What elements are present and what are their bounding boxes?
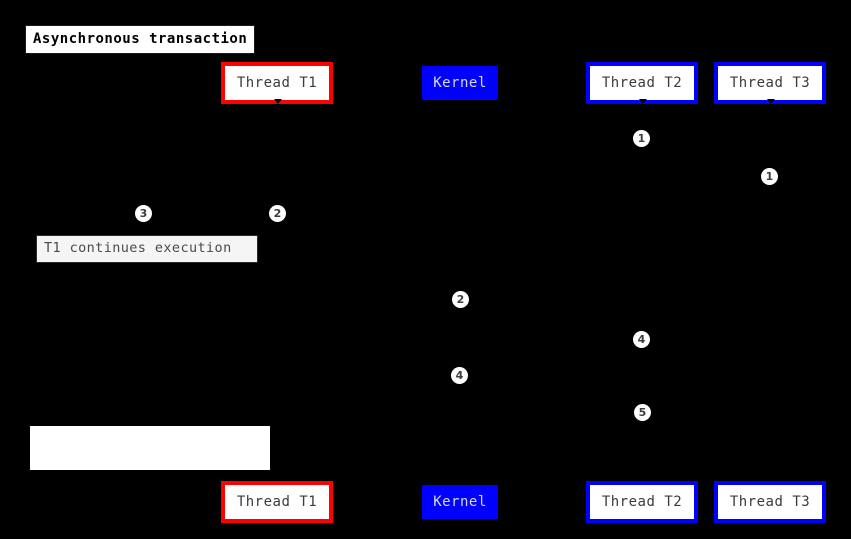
participant-label: Thread T1 — [236, 75, 318, 91]
lifeline-thread-t2 — [642, 104, 643, 481]
lifeline-thread-t1 — [277, 104, 278, 481]
arrowhead-icon — [767, 476, 775, 481]
participant-label: Thread T2 — [601, 75, 683, 91]
participant-thread-t3-bottom: Thread T3 — [714, 481, 826, 523]
diagram-title: Asynchronous transaction — [25, 25, 256, 54]
sequence-badge-5: 5 — [634, 404, 651, 421]
sequence-badge-2: 2 — [452, 291, 469, 308]
note-box-text: T1 continues execution — [36, 235, 258, 263]
sequence-badge-number: 4 — [455, 369, 464, 382]
participant-thread-t1-bottom: Thread T1 — [221, 481, 333, 523]
participant-thread-t2-bottom: Thread T2 — [586, 481, 698, 523]
sequence-badge-number: 1 — [637, 132, 646, 145]
sequence-badge-number: 5 — [638, 406, 647, 419]
participant-label: Thread T2 — [601, 494, 683, 510]
arrowhead-icon — [274, 476, 282, 481]
sequence-badge-4: 4 — [633, 331, 650, 348]
participant-label: Kernel — [433, 494, 487, 510]
arrowhead-icon — [274, 99, 282, 104]
participant-label: Thread T3 — [729, 494, 811, 510]
sequence-badge-number: 2 — [273, 207, 282, 220]
sequence-badge-2: 2 — [269, 205, 286, 222]
arrowhead-icon — [639, 476, 647, 481]
sequence-badge-4: 4 — [451, 367, 468, 384]
participant-thread-t2-top: Thread T2 — [586, 62, 698, 104]
participant-thread-t3-top: Thread T3 — [714, 62, 826, 104]
note-box-blank — [30, 426, 270, 470]
sequence-badge-1: 1 — [761, 168, 778, 185]
lifeline-thread-t3 — [770, 104, 771, 481]
sequence-badge-number: 4 — [637, 333, 646, 346]
sequence-badge-number: 1 — [765, 170, 774, 183]
sequence-badge-1: 1 — [633, 130, 650, 147]
arrowhead-icon — [639, 99, 647, 104]
participant-label: Kernel — [433, 75, 487, 91]
sequence-badge-number: 3 — [139, 207, 148, 220]
sequence-badge-number: 2 — [456, 293, 465, 306]
note-label: T1 continues execution — [44, 240, 232, 257]
participant-kernel-top: Kernel — [422, 66, 498, 100]
sequence-badge-3: 3 — [135, 205, 152, 222]
participant-label: Thread T3 — [729, 75, 811, 91]
participant-label: Thread T1 — [236, 494, 318, 510]
participant-thread-t1-top: Thread T1 — [221, 62, 333, 104]
participant-kernel-bottom: Kernel — [422, 485, 498, 519]
arrowhead-icon — [767, 99, 775, 104]
